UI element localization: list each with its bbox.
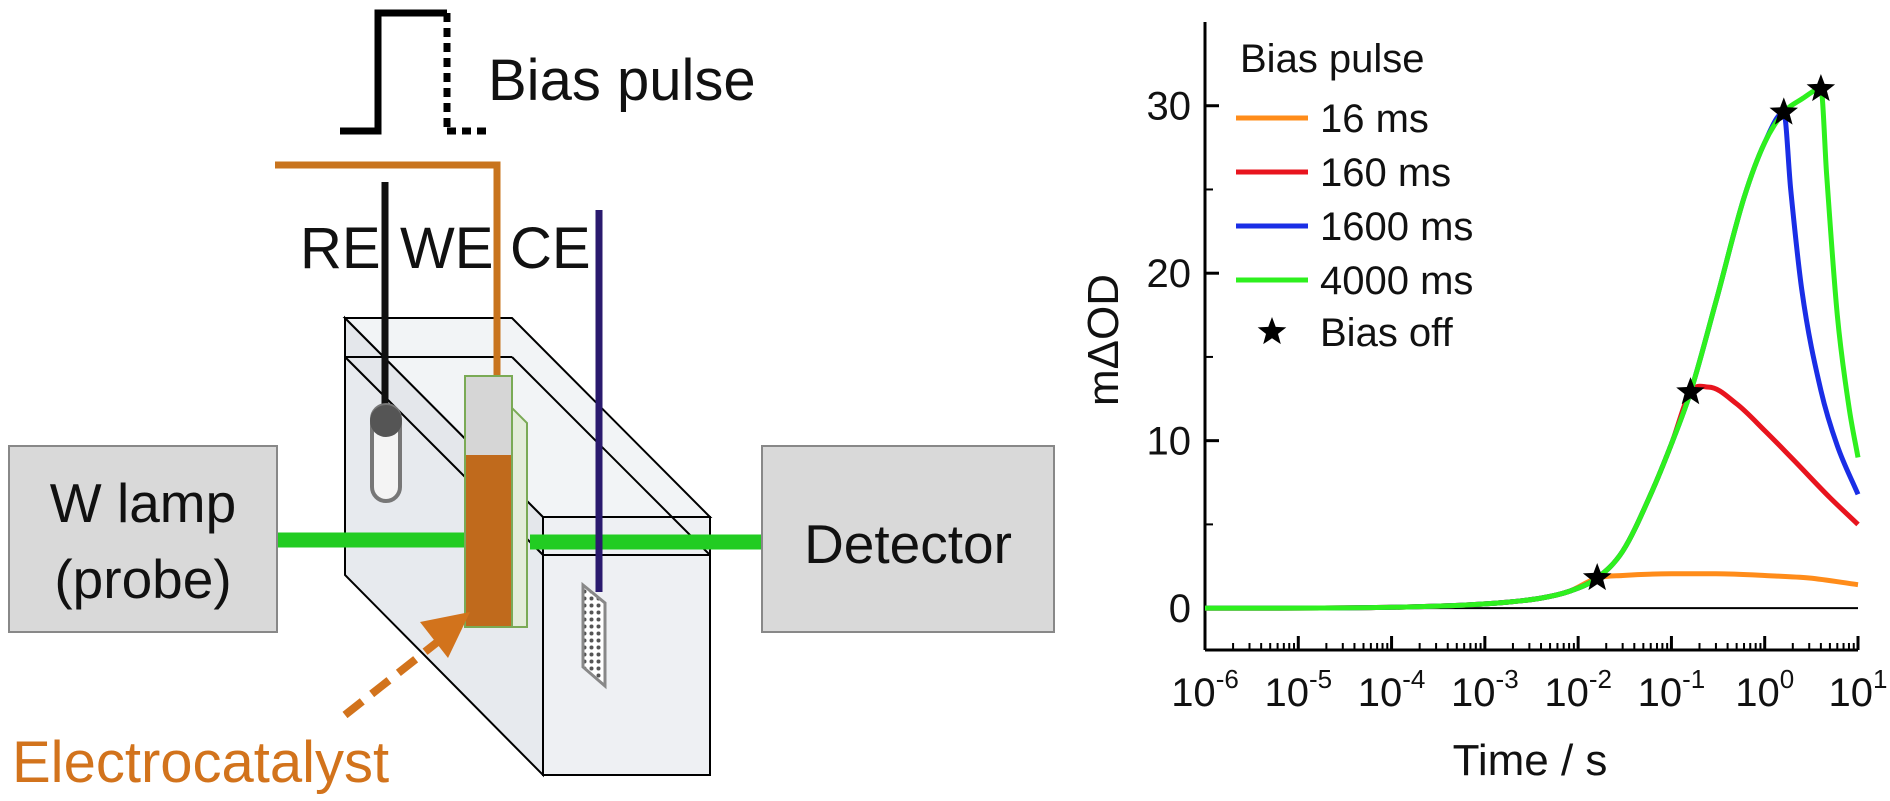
working-electrode [275,161,528,628]
arrow-shaft [342,636,443,719]
legend-label-2: 1600 ms [1320,205,1473,249]
counter-electrode [581,210,607,690]
legend-label-1: 160 ms [1320,151,1451,195]
series-line-2 [1204,109,1861,611]
re-tip [370,405,402,437]
x-tick-label: 101 [1829,664,1888,715]
ce-label: CE [510,216,591,281]
w-lamp-label: W lamp [50,472,236,534]
bias-off-star [1582,563,1612,591]
plot-frame [1203,22,1858,652]
y-tick-label: 10 [1147,420,1192,464]
x-tick-label: 10-5 [1264,664,1332,715]
electrocatalyst-arrow [342,612,470,719]
y-tick-label: 0 [1169,587,1191,631]
x-tick-label: 10-3 [1451,664,1519,715]
re-label: RE [300,216,381,281]
cell-front-face [542,516,711,776]
bias-off-star [1676,377,1705,405]
we-wire [275,161,501,395]
legend-title: Bias pulse [1240,37,1425,81]
we-label: WE [400,216,493,281]
y-axis-label: mΔOD [1079,274,1128,406]
x-tick-label: 10-1 [1638,664,1706,715]
transient-absorption-chart: 0 10 20 30 10-6 10-5 10-4 10-3 10-2 10-1 100 101 B… [1079,22,1887,785]
electrocatalyst-label: Electrocatalyst [12,730,389,795]
bias-off-star [1806,74,1836,102]
y-axis-ticks: 0 10 20 30 [1147,85,1219,631]
legend-label-bias-off: Bias off [1320,311,1454,355]
y-tick-label: 20 [1147,252,1192,296]
series-line-0 [1204,571,1859,611]
bias-off-markers [1582,74,1836,591]
legend-label-0: 16 ms [1320,97,1429,141]
x-tick-label: 10-4 [1358,664,1426,715]
legend-items: 16 ms 160 ms 1600 ms 4000 ms Bias off [1236,97,1473,355]
series-line-3 [1204,86,1861,611]
x-tick-label: 10-2 [1544,664,1612,715]
bias-off-star [1769,97,1798,125]
x-tick-label: 100 [1735,664,1794,715]
pulse-solid-line [340,9,447,135]
y-tick-label: 30 [1147,85,1192,129]
detector-label: Detector [804,513,1012,575]
cell-rim-diagonal [511,356,711,556]
data-series [1204,86,1861,611]
x-axis-ticks: 10-6 10-5 10-4 10-3 10-2 10-1 100 101 [1171,636,1887,715]
legend-label-3: 4000 ms [1320,259,1473,303]
w-lamp-box [8,445,278,633]
bias-pulse-label: Bias pulse [488,48,756,113]
x-tick-label: 10-6 [1171,664,1239,715]
w-lamp-sublabel: (probe) [54,548,231,610]
detector-box [761,445,1055,633]
legend-star-icon [1257,317,1287,345]
ce-mesh [581,581,607,690]
x-axis-label: Time / s [1453,736,1608,785]
bias-pulse-waveform [340,9,490,135]
chart-legend: Bias pulse 16 ms 160 ms 1600 ms 4000 ms Bias… [1236,37,1473,355]
schematic-diagram: Bias pulse [8,9,1055,795]
electrocatalyst-layer [466,455,511,626]
reference-electrode [370,182,402,503]
arrow-head [420,612,470,658]
